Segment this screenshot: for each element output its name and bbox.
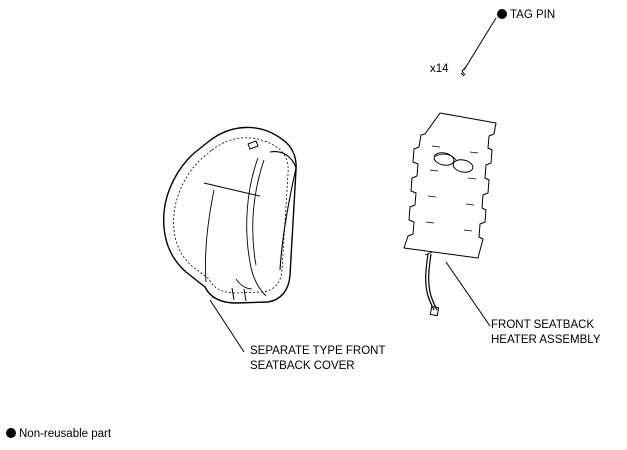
legend: Non-reusable part <box>6 427 111 442</box>
non-reusable-dot-icon <box>497 9 507 19</box>
tag-pin-leader <box>463 17 497 71</box>
seatback-cover-label: SEPARATE TYPE FRONT SEATBACK COVER <box>250 344 385 374</box>
heater-assembly-drawing <box>403 112 497 317</box>
legend-dot-icon <box>6 428 16 438</box>
cover-leader <box>209 299 245 353</box>
heater-assembly-label: FRONT SEATBACK HEATER ASSEMBLY <box>491 318 601 348</box>
tag-pin-text: TAG PIN <box>510 9 556 21</box>
heater-leader <box>445 261 491 327</box>
heater-assembly-label-line1: FRONT SEATBACK <box>491 319 595 331</box>
tag-pin-label: TAG PIN <box>497 8 555 23</box>
tag-pin-quantity: x14 <box>430 63 449 75</box>
seatback-cover-drawing <box>163 126 297 304</box>
seatback-cover-label-line1: SEPARATE TYPE FRONT <box>250 345 386 357</box>
seatback-cover-label-line2: SEATBACK COVER <box>250 360 355 372</box>
heater-assembly-label-line2: HEATER ASSEMBLY <box>491 334 601 346</box>
legend-text: Non-reusable part <box>19 428 112 440</box>
